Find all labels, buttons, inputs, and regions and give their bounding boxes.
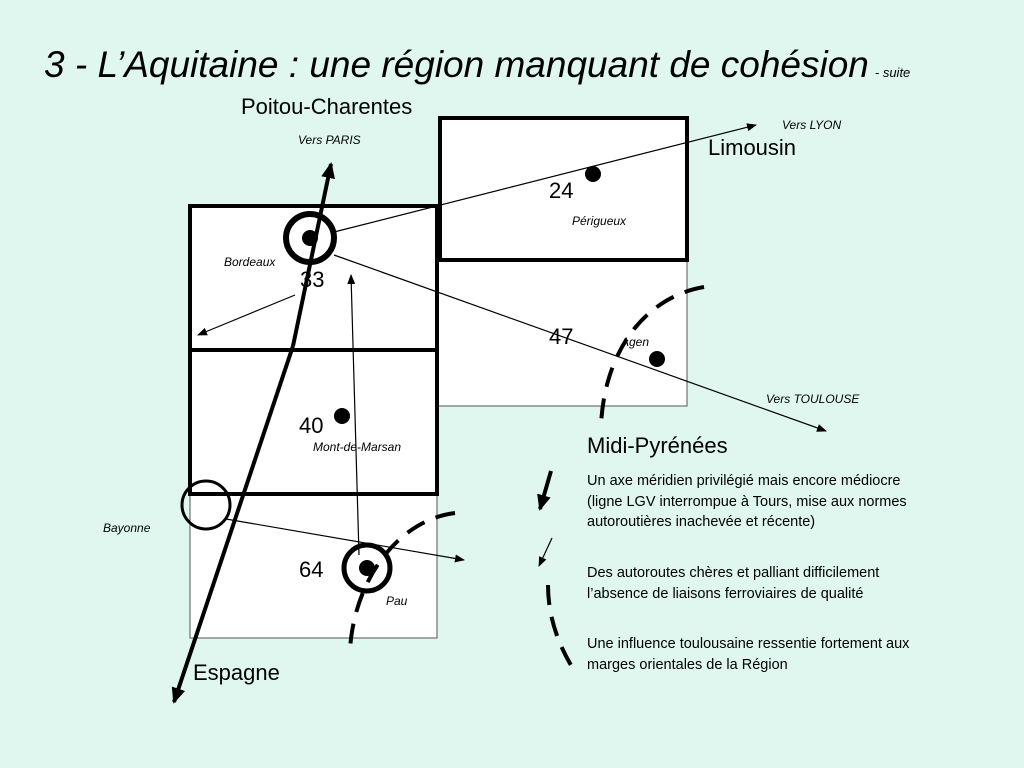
title-main: 3 - L’Aquitaine : une région manquant de… <box>44 44 869 85</box>
dept-40-box <box>188 348 439 496</box>
dept-47-label: 47 <box>549 324 573 349</box>
pau-dot <box>359 560 375 576</box>
direction-paris: Vers PARIS <box>298 133 361 147</box>
region-espagne: Espagne <box>193 660 280 685</box>
dept-47-box <box>437 259 688 407</box>
dept-40-label: 40 <box>299 413 323 438</box>
dept-64-box <box>189 493 438 639</box>
region-limousin: Limousin <box>708 135 796 160</box>
legend-axe-text: Un axe méridien privilégié mais encore m… <box>587 473 907 530</box>
city-bayonne: Bayonne <box>103 521 151 535</box>
bayonne-ring <box>180 479 232 531</box>
bordeaux-dot <box>302 230 318 246</box>
slide-title: 3 - L’Aquitaine : une région manquant de… <box>44 44 910 86</box>
direction-lyon: Vers LYON <box>782 118 841 132</box>
motorway-bayonne-east-arrow <box>225 518 465 563</box>
perigueux-dot <box>585 166 601 182</box>
legend-motorway-symbol <box>538 537 553 567</box>
motorway-lyon-arrow <box>333 123 757 233</box>
motorway-pau-bordeaux-arrow <box>347 274 360 556</box>
toulouse-influence-arc-south <box>348 511 456 651</box>
toulouse-influence-arc-north <box>599 285 705 426</box>
motorway-toulouse-arrow <box>333 254 827 432</box>
city-agen: Agen <box>620 335 649 349</box>
legend-axis-symbol <box>537 470 553 511</box>
meridian-axis-north-arrow <box>291 162 335 347</box>
title-suffix: - suite <box>874 65 911 80</box>
legend-autoroutes-text: Des autoroutes chères et palliant diffic… <box>587 565 880 602</box>
dept-24-label: 24 <box>549 178 573 203</box>
meridian-axis-south-arrow <box>171 345 295 704</box>
city-mont-de-marsan: Mont-de-Marsan <box>313 440 401 454</box>
legend-influence-symbol <box>546 584 579 677</box>
motorway-west-arrow <box>197 294 296 336</box>
city-pau: Pau <box>386 594 408 608</box>
pau-ring <box>341 542 393 594</box>
direction-toulouse: Vers TOULOUSE <box>766 392 860 406</box>
mont-de-marsan-dot <box>334 408 350 424</box>
dept-24-box <box>438 116 689 262</box>
bordeaux-ring <box>283 211 337 265</box>
city-perigueux: Périgueux <box>572 214 627 228</box>
dept-64-label: 64 <box>299 557 323 582</box>
agen-dot <box>649 351 665 367</box>
legend-influence-text: Une influence toulousaine ressentie fort… <box>587 636 910 673</box>
region-midi-pyrenees: Midi-Pyrénées <box>587 433 728 458</box>
region-poitou-charentes: Poitou-Charentes <box>241 94 412 119</box>
dept-33-label: 33 <box>300 267 324 292</box>
city-bordeaux: Bordeaux <box>224 255 276 269</box>
dept-33-box <box>188 204 439 352</box>
